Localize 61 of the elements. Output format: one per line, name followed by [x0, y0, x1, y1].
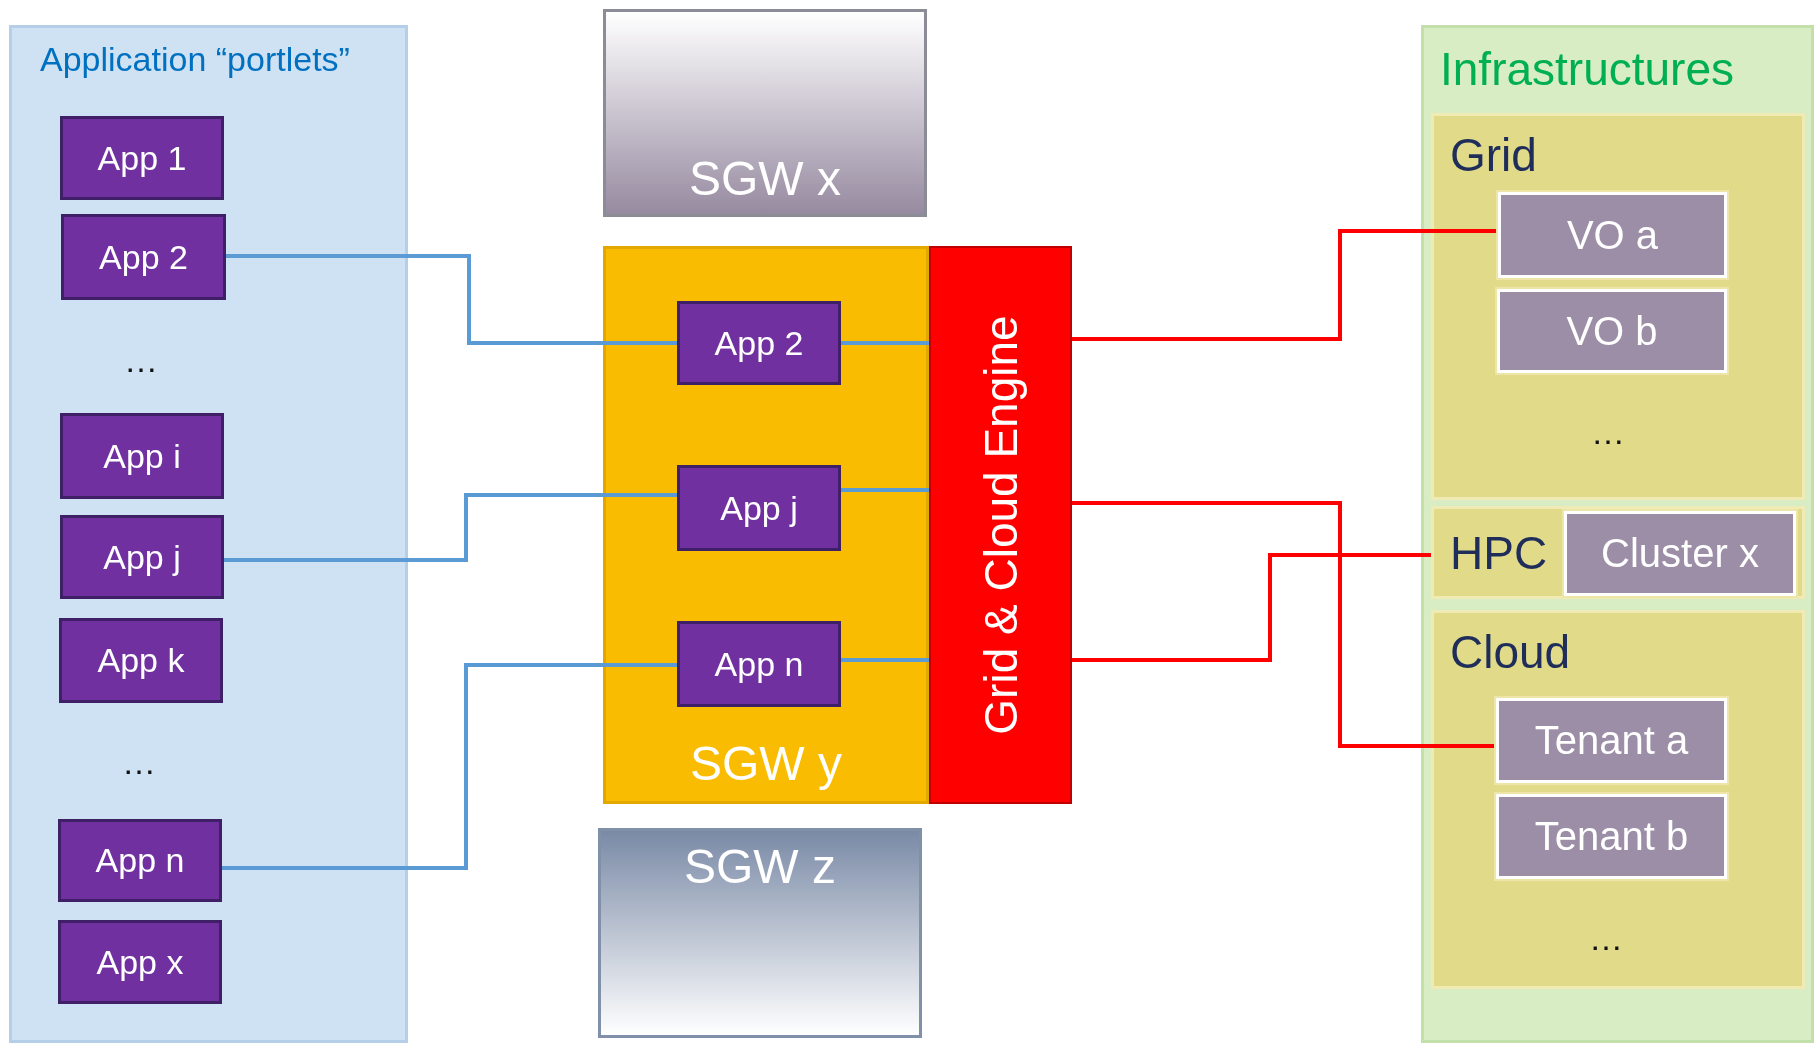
- box-label: SGW y: [690, 736, 842, 791]
- panel-heading: Cloud: [1450, 625, 1571, 679]
- ellipsis-label: …: [1591, 412, 1625, 452]
- resource-box: [1497, 289, 1727, 373]
- application-panel: [9, 25, 408, 1043]
- grid-panel: [1431, 113, 1805, 500]
- app-box: [677, 465, 841, 551]
- gateway-box: [598, 828, 922, 1038]
- box-label: App j: [720, 488, 798, 528]
- box-label: SGW z: [684, 839, 836, 894]
- connector-line: [1072, 553, 1431, 662]
- box-label: App n: [714, 644, 804, 684]
- resource-box: [1496, 794, 1727, 879]
- box-label: VO a: [1566, 212, 1659, 258]
- ellipsis-label: …: [122, 742, 156, 782]
- box-label: App x: [96, 942, 184, 982]
- box-label: SGW x: [689, 151, 841, 206]
- panel-heading: Application “portlets”: [40, 40, 350, 79]
- resource-box: [1496, 698, 1727, 783]
- box-label: App k: [97, 641, 185, 680]
- connector-line: [841, 488, 929, 492]
- connector-line: [841, 341, 929, 345]
- infrastructure-panel: [1421, 25, 1814, 1043]
- panel-heading: Infrastructures: [1440, 42, 1734, 96]
- app-box: [59, 618, 223, 703]
- box-label: Tenant b: [1534, 814, 1689, 859]
- cloud-panel: [1431, 610, 1805, 989]
- panel-heading: Grid: [1450, 128, 1537, 182]
- box-label: App i: [103, 436, 181, 476]
- ellipsis-label: …: [1589, 918, 1623, 958]
- connector-line: [1072, 501, 1496, 748]
- box-label: Tenant a: [1534, 718, 1689, 763]
- app-box: [60, 515, 224, 599]
- connector-line: [226, 254, 677, 345]
- connector-line: [1072, 229, 1498, 341]
- resource-box: [1564, 511, 1796, 596]
- connector-line: [224, 493, 677, 562]
- box-label: App j: [103, 537, 181, 577]
- box-label: Grid & Cloud Engine: [973, 315, 1028, 735]
- box-label: Cluster x: [1601, 531, 1759, 576]
- connector-line: [222, 663, 677, 870]
- engine-box: [929, 246, 1072, 804]
- app-box: [58, 819, 222, 902]
- box-label: VO b: [1566, 308, 1658, 354]
- app-box: [677, 621, 841, 707]
- resource-box: [1498, 192, 1727, 278]
- app-box: [677, 301, 841, 385]
- app-box: [60, 116, 224, 200]
- gateway-box: [603, 9, 927, 217]
- box-label: App 2: [99, 237, 188, 277]
- box-label: App 2: [714, 323, 804, 363]
- box-label: App n: [95, 841, 185, 880]
- gateway-box: [603, 246, 929, 804]
- app-box: [58, 920, 222, 1004]
- panel-heading: HPC: [1450, 525, 1548, 580]
- hpc-panel: [1431, 506, 1805, 599]
- connector-line: [841, 658, 929, 662]
- app-box: [61, 214, 226, 300]
- ellipsis-label: …: [124, 340, 158, 380]
- app-box: [60, 413, 224, 499]
- box-label: App 1: [97, 138, 187, 178]
